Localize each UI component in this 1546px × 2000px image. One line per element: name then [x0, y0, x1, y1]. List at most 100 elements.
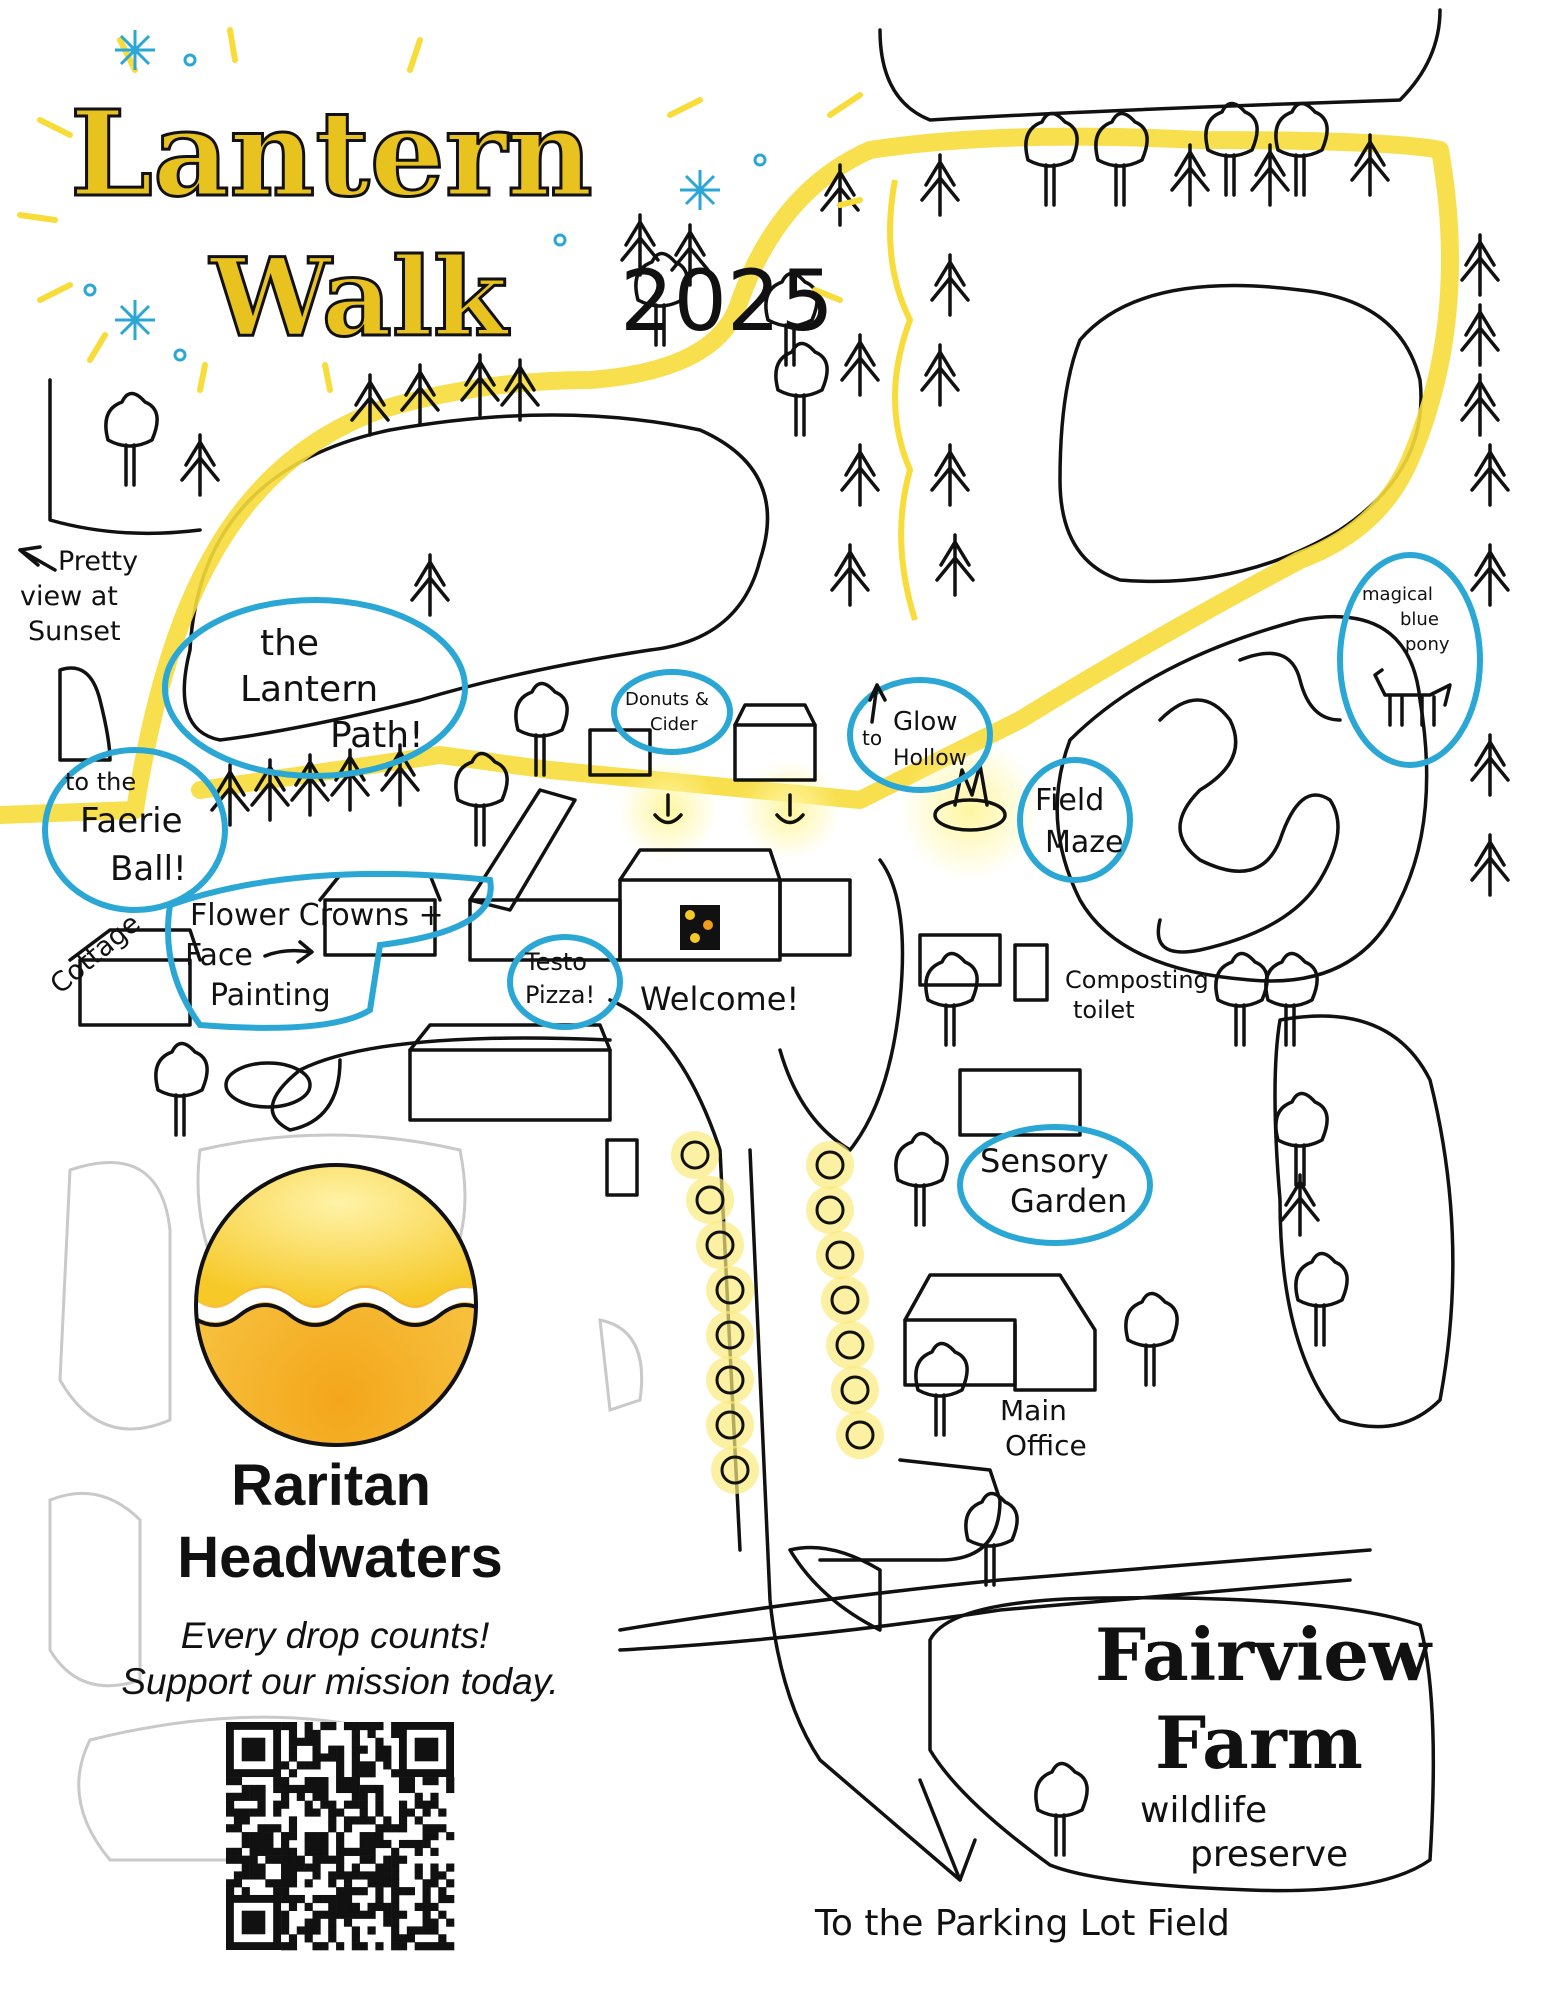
- label-line: Pretty: [58, 546, 138, 577]
- lantern-icon: [706, 1401, 754, 1449]
- pine-tree-icon: [840, 333, 880, 397]
- lantern-icon: [706, 1311, 754, 1359]
- buildings: [68, 703, 1097, 1392]
- lanterns: [671, 1131, 884, 1494]
- sponsor-tagline1: Every drop counts!: [181, 1615, 489, 1656]
- label-line: Fairview: [1095, 1612, 1433, 1697]
- label-line: Main: [1000, 1394, 1067, 1427]
- label-main-office: Main Office: [1000, 1394, 1087, 1462]
- lantern-icon: [806, 1186, 854, 1234]
- label-line: Field: [1035, 783, 1104, 818]
- tree-icon: [914, 1341, 969, 1437]
- label-testo-pizza: Testo Pizza!: [524, 948, 595, 1009]
- tree-icon: [104, 391, 159, 487]
- map-labels: Pretty view at Sunset the Lantern Path! …: [18, 545, 1452, 1944]
- pine-tree-icon: [930, 253, 970, 317]
- pine-tree-icon: [180, 433, 220, 497]
- label-pretty-view: Pretty view at Sunset: [18, 545, 138, 647]
- label-line: Farm: [1155, 1700, 1363, 1785]
- pine-tree-icon: [460, 353, 500, 417]
- pine-tree-icon: [400, 363, 440, 427]
- tree-icon: [1094, 111, 1149, 207]
- label-line: Hollow: [893, 746, 967, 771]
- label-lantern-path: the Lantern Path!: [240, 623, 424, 756]
- qr-code-icon[interactable]: [226, 1722, 455, 1951]
- tree-icon: [1274, 101, 1329, 197]
- tree-icon: [1294, 1251, 1349, 1347]
- pine-tree-icon: [830, 543, 870, 607]
- tree-icon: [764, 271, 819, 367]
- sponsor-name-line2: Headwaters: [177, 1525, 503, 1590]
- label-line: toilet: [1073, 996, 1135, 1024]
- label-flower-crowns: Flower Crowns + Face Painting: [185, 898, 444, 1013]
- label-line: Flower Crowns +: [190, 898, 444, 933]
- label-line: Path!: [330, 715, 424, 756]
- lantern-icon: [696, 1221, 744, 1269]
- pine-tree-icon: [1460, 303, 1500, 367]
- fields: [48, 8, 1455, 1893]
- tree-icon: [634, 251, 689, 347]
- title: Lantern Walk 2025: [17, 27, 863, 393]
- pine-tree-icon: [620, 213, 660, 277]
- lantern-icon: [816, 1231, 864, 1279]
- label-line: wildlife: [1140, 1790, 1267, 1831]
- label-line: Face: [185, 938, 253, 973]
- tree-icon: [924, 951, 979, 1047]
- label-line: pony: [1405, 634, 1450, 655]
- pony-icon: [1373, 668, 1452, 727]
- label-donuts-cider: Donuts & Cider: [625, 689, 709, 735]
- title-year: 2025: [620, 252, 834, 350]
- tree-icon: [1204, 101, 1259, 197]
- label-line: Ball!: [110, 849, 187, 889]
- lantern-icon: [711, 1446, 759, 1494]
- label-line: blue: [1400, 609, 1439, 630]
- pine-tree-icon: [1350, 133, 1390, 197]
- tree-icon: [1214, 951, 1269, 1047]
- label-line: Faerie: [80, 801, 183, 841]
- pine-tree-icon: [935, 533, 975, 597]
- pine-tree-icon: [380, 743, 420, 807]
- pine-tree-icon: [350, 373, 390, 437]
- sponsor-name-line1: Raritan: [231, 1453, 431, 1518]
- pine-tree-icon: [1470, 833, 1510, 897]
- pine-tree-icon: [1470, 733, 1510, 797]
- lantern-icon: [706, 1266, 754, 1314]
- label-line: Composting: [1065, 966, 1209, 994]
- lantern-icon: [831, 1366, 879, 1414]
- sponsor-tagline2: Support our mission today.: [121, 1661, 558, 1702]
- label-line: Testo: [524, 948, 587, 976]
- label-blue-pony: magical blue pony: [1362, 584, 1452, 727]
- pine-tree-icon: [920, 343, 960, 407]
- lantern-icon: [806, 1141, 854, 1189]
- label-line: to the: [65, 768, 136, 796]
- label-sensory-garden: Sensory Garden: [980, 1142, 1127, 1220]
- tree-icon: [1034, 1761, 1089, 1857]
- lantern-icon: [706, 1356, 754, 1404]
- label-line: magical: [1362, 584, 1433, 605]
- tree-icon: [1124, 1291, 1179, 1387]
- pine-tree-icon: [1280, 1173, 1320, 1237]
- label-line: Cider: [650, 714, 698, 735]
- pine-tree-icon: [1170, 143, 1210, 207]
- label-line: Sunset: [28, 616, 121, 647]
- label-line: Painting: [210, 978, 331, 1013]
- tree-icon: [774, 341, 829, 437]
- lantern-icon: [821, 1276, 869, 1324]
- pine-tree-icon: [1460, 373, 1500, 437]
- lantern-icon: [826, 1321, 874, 1369]
- label-parking: To the Parking Lot Field: [814, 1903, 1230, 1944]
- label-line: Pizza!: [525, 981, 595, 1009]
- label-cottage: Cottage: [45, 908, 147, 1000]
- label-line: Donuts &: [625, 689, 709, 710]
- lantern-icon: [671, 1131, 719, 1179]
- roads: [270, 858, 1372, 1882]
- tree-icon: [894, 1131, 949, 1227]
- label-glow-hollow: to Glow Hollow: [862, 683, 967, 771]
- label-line: view at: [20, 581, 118, 612]
- pine-tree-icon: [840, 443, 880, 507]
- title-line1: Lantern: [70, 84, 593, 223]
- sponsor-block: Raritan Headwaters Every drop counts! Su…: [121, 1163, 559, 1951]
- pine-tree-icon: [920, 153, 960, 217]
- label-line: Lantern: [240, 669, 378, 710]
